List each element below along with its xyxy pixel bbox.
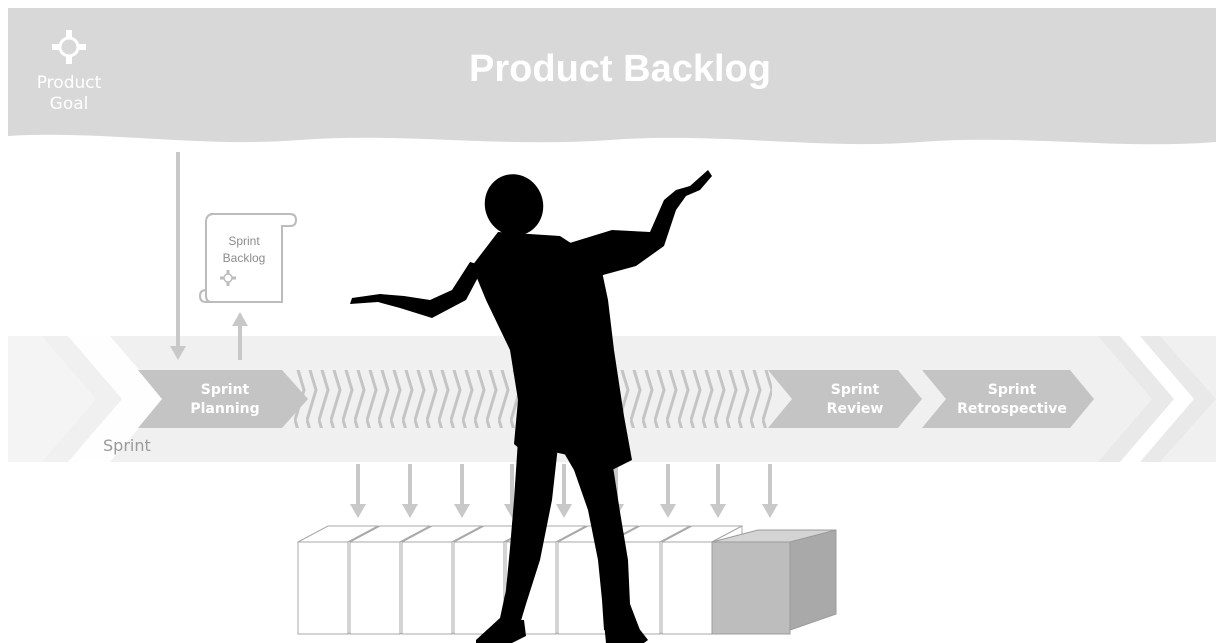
sprint-band-entry: [8, 336, 96, 462]
sprint-label: Sprint: [103, 436, 151, 455]
silhouette-right-shoe: [604, 622, 648, 643]
product-goal-label-line1: Product: [36, 73, 102, 93]
sprint-retrospective-label-line2: Retrospective: [957, 401, 1067, 417]
silhouette-left-shoe: [476, 620, 526, 643]
sprint-review-label-line1: Sprint: [830, 382, 880, 398]
product-goal-label-line2: Goal: [49, 94, 89, 114]
silhouette-left-arm: [350, 262, 484, 318]
silhouette-head: [484, 174, 544, 236]
sprint-review-shape: [768, 370, 922, 428]
increment-box-current: [711, 529, 837, 635]
silhouette-left-leg: [476, 440, 558, 640]
sprint-retrospective-shape: [922, 370, 1094, 428]
target-icon: [52, 30, 86, 64]
sprint-review-label-line2: Review: [826, 401, 884, 417]
silhouette-right-leg: [560, 446, 640, 640]
silhouette-torso: [472, 232, 632, 470]
sprint-planning-shape: [138, 370, 308, 428]
sprint-band-exit: [1098, 336, 1216, 462]
increment-boxes: [297, 525, 837, 635]
sprint-planning-label-line2: Planning: [190, 401, 260, 417]
product-backlog-title: Product Backlog: [469, 48, 771, 90]
silhouette-right-arm: [560, 170, 712, 278]
sprint-backlog-scroll: [198, 213, 298, 303]
target-icon: [220, 270, 236, 286]
sprint-retrospective-label-line1: Sprint: [987, 382, 1037, 398]
sprint-backlog-label-line1: Sprint: [228, 234, 260, 248]
product-backlog-banner: [8, 8, 1216, 145]
increment-arrows: [350, 464, 778, 518]
sprint-backlog-label-line2: Backlog: [222, 251, 266, 265]
sprint-planning-label-line1: Sprint: [200, 382, 250, 398]
